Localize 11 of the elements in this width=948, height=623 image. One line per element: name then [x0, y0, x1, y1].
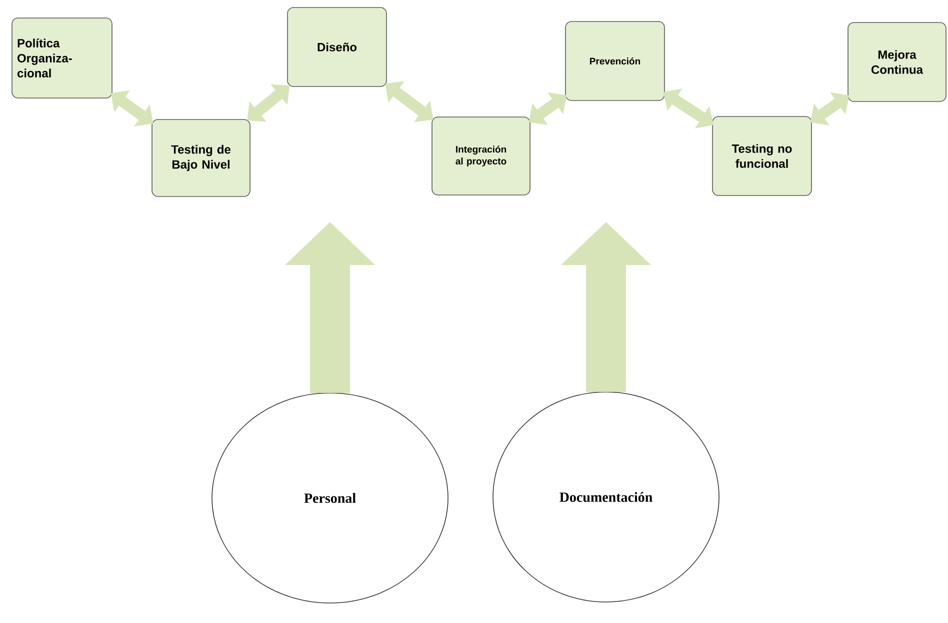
ellipse-node: Personal — [212, 392, 448, 604]
process-box: Prevención — [565, 21, 665, 101]
process-box: Política Organiza- cional — [12, 18, 112, 98]
process-box: Mejora Continua — [848, 22, 946, 102]
process-box: Testing no funcional — [712, 116, 812, 196]
process-box: Testing de Bajo Nivel — [152, 119, 250, 197]
block-arrow — [285, 222, 375, 393]
process-box: Integración al proyecto — [432, 116, 530, 196]
block-arrow — [561, 222, 651, 392]
process-box: Diseño — [287, 7, 387, 87]
ellipse-node: Documentación — [492, 392, 720, 602]
